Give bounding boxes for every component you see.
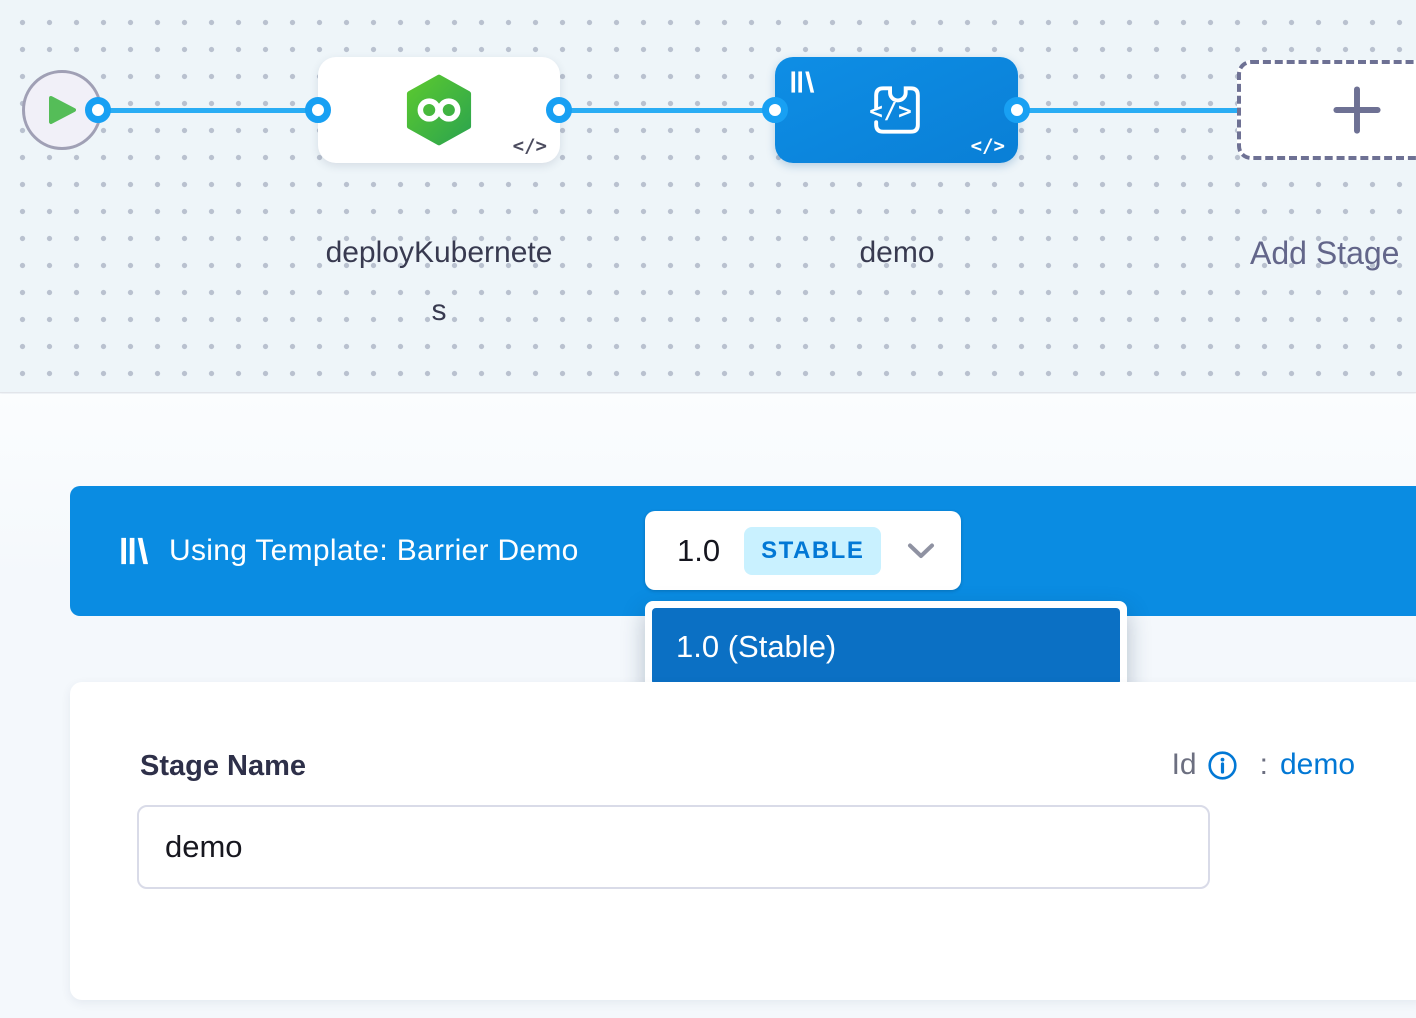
stage-label-demo: demo — [859, 236, 935, 269]
stage-name-input[interactable] — [137, 805, 1210, 889]
chevron-down-icon[interactable] — [907, 543, 935, 559]
connector-point[interactable] — [85, 97, 111, 123]
info-icon[interactable] — [1207, 750, 1238, 781]
stage-id-row: Id : demo — [985, 748, 1355, 782]
connector-point[interactable] — [305, 97, 331, 123]
stage-node-deploykubernetes[interactable]: </> — [318, 57, 560, 163]
connector-point[interactable] — [1004, 97, 1030, 123]
version-value: 1.0 — [677, 532, 721, 568]
add-stage-node[interactable] — [1237, 60, 1416, 160]
version-option-stable[interactable]: 1.0 (Stable) — [652, 608, 1120, 685]
version-dropdown-menu: 1.0 (Stable) — [645, 601, 1127, 698]
id-colon: : — [1259, 748, 1268, 781]
id-value: demo — [1279, 748, 1355, 781]
stage-name-label: Stage Name — [140, 750, 307, 782]
template-library-icon — [118, 536, 149, 566]
version-option-label: 1.0 (Stable) — [676, 628, 837, 664]
svg-text:</>: </> — [869, 99, 912, 125]
id-label: Id — [1171, 748, 1197, 781]
code-view-icon[interactable]: </> — [512, 135, 547, 157]
connector-point[interactable] — [762, 97, 788, 123]
template-badge-icon — [789, 69, 815, 100]
stage-settings-card: Stage Name Id : demo — [70, 682, 1416, 1000]
add-stage-label: Add Stage — [1250, 235, 1400, 271]
connector-line — [1010, 108, 1242, 113]
pipeline-canvas[interactable]: </> </> </> — [0, 0, 1416, 393]
play-icon — [49, 96, 76, 124]
connector-point[interactable] — [546, 97, 572, 123]
deployment-stage-icon — [406, 74, 472, 146]
stage-node-demo[interactable]: </> </> — [775, 57, 1018, 163]
connector-line — [90, 108, 326, 113]
version-selector[interactable]: 1.0 STABLE — [645, 511, 961, 590]
template-banner-label: Using Template: Barrier Demo — [169, 534, 579, 567]
code-view-icon[interactable]: </> — [970, 135, 1005, 157]
plus-icon — [1333, 86, 1381, 134]
connector-line — [552, 108, 782, 113]
custom-stage-icon: </> — [869, 86, 920, 134]
stage-label-deploykubernetes: deployKubernetes — [325, 236, 553, 327]
stable-badge: STABLE — [744, 526, 882, 575]
